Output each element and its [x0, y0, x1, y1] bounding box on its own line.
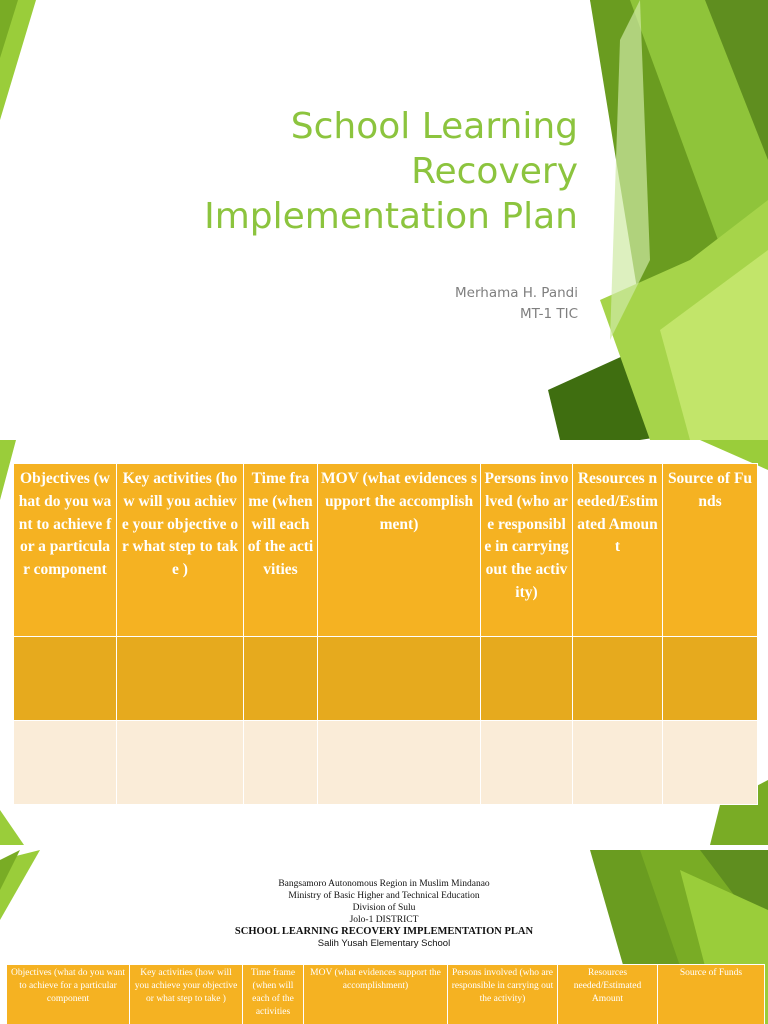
document-slide: Bangsamoro Autonomous Region in Muslim M…: [0, 850, 768, 1024]
table-cell[interactable]: [572, 719, 663, 806]
header-time-frame: Time frame (when will each of the activi…: [242, 964, 304, 1024]
header-key-activities: Key activities (how will you achieve you…: [116, 463, 244, 637]
table-slide: Objectives (what do you want to achieve …: [0, 440, 768, 845]
table-header-row: Objectives (what do you want to achieve …: [6, 964, 765, 1024]
table-cell[interactable]: [317, 719, 481, 806]
division-name: Division of Sulu: [352, 903, 416, 913]
district-name: Jolo-1 DISTRICT: [349, 915, 419, 925]
table-cell[interactable]: [317, 635, 481, 721]
document-header: Bangsamoro Autonomous Region in Muslim M…: [0, 878, 768, 950]
header-time-frame: Time frame (when will each of the activi…: [243, 463, 318, 637]
implementation-plan-table: Objectives (what do you want to achieve …: [13, 463, 758, 806]
green-facet-decoration-left: [0, 0, 36, 120]
author-position: MT-1 TIC: [519, 306, 578, 322]
header-persons-involved: Persons involved (who are responsible in…: [447, 964, 558, 1024]
title-line-2: Recovery: [411, 151, 578, 192]
table-cell[interactable]: [116, 635, 244, 721]
table-cell[interactable]: [243, 635, 318, 721]
header-persons-involved: Persons involved (who are responsible in…: [480, 463, 573, 637]
table-cell[interactable]: [480, 635, 573, 721]
slide-subtitle: Merhama H. Pandi MT-1 TIC: [278, 283, 578, 325]
header-mov: MOV (what evidences support the accompli…: [317, 463, 481, 637]
title-line-1: School Learning: [290, 106, 578, 147]
plan-title: SCHOOL LEARNING RECOVERY IMPLEMENTATION …: [234, 926, 534, 937]
header-source-of-funds: Source of Funds: [662, 463, 758, 637]
title-slide: School Learning Recovery Implementation …: [0, 0, 768, 440]
title-line-3: Implementation Plan: [204, 196, 578, 237]
table-cell[interactable]: [243, 719, 318, 806]
table-row: [13, 635, 758, 721]
table-cell[interactable]: [116, 719, 244, 806]
author-name: Merhama H. Pandi: [455, 285, 578, 301]
green-facet-decoration-right: [548, 0, 768, 440]
table-cell[interactable]: [13, 719, 117, 806]
ministry-name: Ministry of Basic Higher and Technical E…: [288, 891, 480, 901]
table-header-row: Objectives (what do you want to achieve …: [13, 463, 758, 637]
header-objectives: Objectives (what do you want to achieve …: [13, 463, 117, 637]
header-mov: MOV (what evidences support the accompli…: [303, 964, 448, 1024]
table-row: [13, 719, 758, 806]
header-objectives: Objectives (what do you want to achieve …: [6, 964, 130, 1024]
header-source-of-funds: Source of Funds: [657, 964, 765, 1024]
header-key-activities: Key activities (how will you achieve you…: [129, 964, 243, 1024]
header-resources: Resources needed/Estimated Amount: [572, 463, 663, 637]
slide-title: School Learning Recovery Implementation …: [138, 104, 578, 239]
table-cell[interactable]: [13, 635, 117, 721]
table-cell[interactable]: [662, 719, 758, 806]
school-name: Salih Yusah Elementary School: [317, 938, 451, 949]
table-cell[interactable]: [662, 635, 758, 721]
table-cell[interactable]: [572, 635, 663, 721]
document-plan-table: Objectives (what do you want to achieve …: [6, 964, 765, 1024]
table-cell[interactable]: [480, 719, 573, 806]
header-resources: Resources needed/Estimated Amount: [557, 964, 658, 1024]
region-name: Bangsamoro Autonomous Region in Muslim M…: [278, 879, 490, 889]
